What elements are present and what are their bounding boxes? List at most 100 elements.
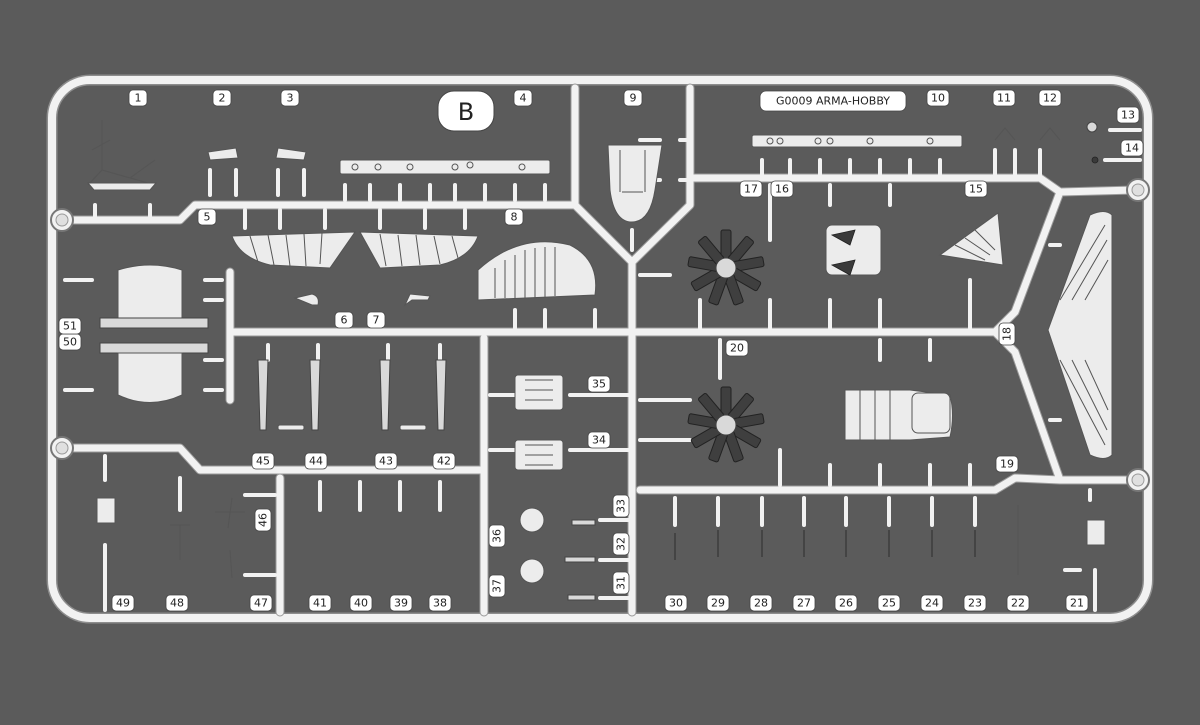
- part-label-44: 44: [304, 452, 328, 470]
- part-label-37: 37: [488, 574, 506, 598]
- svg-text:9: 9: [630, 92, 637, 105]
- part-14: [1091, 156, 1099, 164]
- part-label-31: 31: [612, 571, 630, 595]
- svg-text:19: 19: [1000, 458, 1014, 471]
- part-2: [207, 147, 239, 161]
- svg-text:11: 11: [997, 92, 1011, 105]
- part-9: [607, 144, 663, 223]
- svg-text:47: 47: [254, 597, 268, 610]
- svg-text:36: 36: [491, 529, 504, 543]
- svg-text:18: 18: [1001, 327, 1014, 341]
- part-label-8: 8: [504, 208, 524, 226]
- parts: [86, 120, 1113, 601]
- part-15: [938, 212, 1004, 266]
- svg-text:31: 31: [615, 576, 628, 590]
- svg-text:38: 38: [433, 597, 447, 610]
- part-label-21: 21: [1065, 594, 1089, 612]
- part-label-13: 13: [1116, 106, 1140, 124]
- svg-text:6: 6: [341, 314, 348, 327]
- part-46: [215, 497, 245, 529]
- svg-text:32: 32: [615, 537, 628, 551]
- part-label-15: 15: [964, 180, 988, 198]
- part-label-12: 12: [1038, 89, 1062, 107]
- part-label-39: 39: [389, 594, 413, 612]
- part-label-17: 17: [739, 180, 763, 198]
- svg-text:16: 16: [775, 183, 789, 196]
- part-label-9: 9: [623, 89, 643, 107]
- svg-text:49: 49: [116, 597, 130, 610]
- part-21: [1086, 519, 1106, 546]
- part-label-6: 6: [334, 311, 354, 329]
- part-label-3: 3: [280, 89, 300, 107]
- part-label-33: 33: [612, 494, 630, 518]
- svg-text:29: 29: [711, 597, 725, 610]
- svg-text:12: 12: [1043, 92, 1057, 105]
- svg-text:1: 1: [135, 92, 142, 105]
- part-35: [514, 374, 564, 411]
- part-label-47: 47: [249, 594, 273, 612]
- part-fuselage-nose: [844, 389, 953, 441]
- svg-text:34: 34: [592, 434, 606, 447]
- part-label-28: 28: [749, 594, 773, 612]
- svg-text:13: 13: [1121, 109, 1135, 122]
- svg-text:2: 2: [219, 92, 226, 105]
- part-label-19: 19: [995, 455, 1019, 473]
- part-label-5: 5: [197, 208, 217, 226]
- part-11: [994, 127, 1016, 141]
- svg-text:4: 4: [520, 92, 527, 105]
- part-33: [571, 519, 596, 526]
- part-3: [275, 147, 307, 161]
- sprue-rings: [50, 178, 1150, 492]
- svg-text:14: 14: [1125, 142, 1139, 155]
- part-label-42: 42: [432, 452, 456, 470]
- part-label-46: 46: [254, 508, 272, 532]
- part-50-51: [99, 264, 209, 403]
- svg-text:43: 43: [379, 455, 393, 468]
- part-6: [293, 293, 319, 306]
- svg-text:8: 8: [511, 211, 518, 224]
- part-label-18: 18: [998, 322, 1016, 346]
- svg-text:37: 37: [491, 579, 504, 593]
- part-37: [519, 558, 545, 584]
- svg-text:45: 45: [256, 455, 270, 468]
- part-label-11: 11: [992, 89, 1016, 107]
- svg-text:44: 44: [309, 455, 323, 468]
- part-31: [567, 594, 596, 601]
- part-12: [1039, 127, 1061, 141]
- part-10: [751, 134, 963, 148]
- svg-text:51: 51: [63, 320, 77, 333]
- sprue-code: G0009 ARMA-HOBBY: [776, 95, 890, 108]
- svg-text:7: 7: [373, 314, 380, 327]
- part-label-20: 20: [725, 339, 749, 357]
- part-label-41: 41: [308, 594, 332, 612]
- svg-text:46: 46: [257, 513, 270, 527]
- svg-text:17: 17: [744, 183, 758, 196]
- part-label-40: 40: [349, 594, 373, 612]
- part-13: [1086, 121, 1098, 133]
- sprue-frame: [46, 74, 1154, 624]
- svg-text:10: 10: [931, 92, 945, 105]
- part-label-34: 34: [587, 431, 611, 449]
- part-label-49: 49: [111, 594, 135, 612]
- svg-text:26: 26: [839, 597, 853, 610]
- part-label-30: 30: [664, 594, 688, 612]
- part-cowl-flap: [825, 224, 882, 276]
- part-label-35: 35: [587, 375, 611, 393]
- part-label-4: 4: [513, 89, 533, 107]
- part-label-51: 51: [58, 317, 82, 335]
- part-label-29: 29: [706, 594, 730, 612]
- part-7: [403, 293, 431, 307]
- svg-text:23: 23: [968, 597, 982, 610]
- part-36: [519, 507, 545, 533]
- part-label-23: 23: [963, 594, 987, 612]
- svg-text:33: 33: [615, 499, 628, 513]
- svg-text:41: 41: [313, 597, 327, 610]
- part-label-36: 36: [488, 524, 506, 548]
- part-tail-fin: [477, 241, 597, 301]
- part-label-26: 26: [834, 594, 858, 612]
- part-label-2: 2: [212, 89, 232, 107]
- part-label-7: 7: [366, 311, 386, 329]
- part-5-8: [231, 231, 479, 269]
